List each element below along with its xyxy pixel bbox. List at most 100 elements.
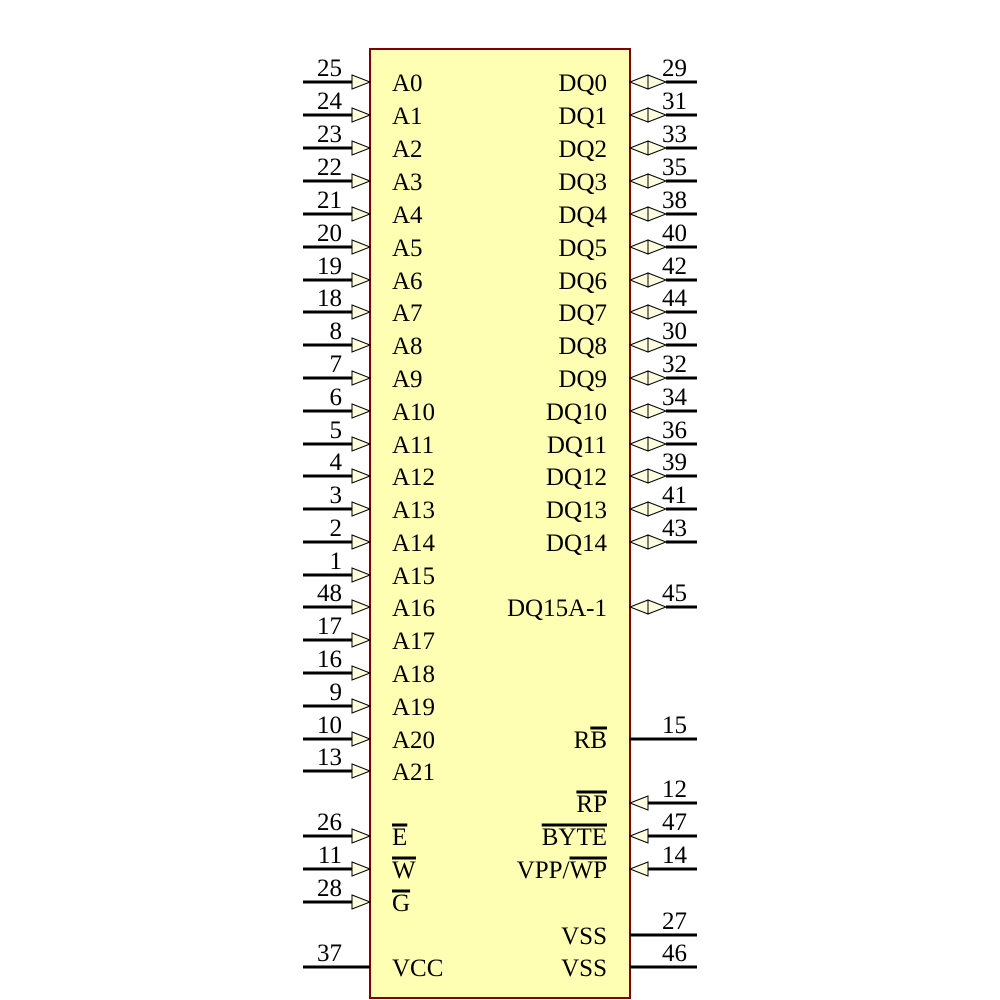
pin-number: 31 <box>662 88 687 115</box>
pin-label-dq13: DQ13 <box>546 497 607 524</box>
pin-number: 1 <box>330 548 343 575</box>
pin-label-a3: A3 <box>392 169 423 196</box>
pin-number: 26 <box>317 809 342 836</box>
pin-a9: 7A9 <box>303 351 423 393</box>
pin-number: 39 <box>662 449 687 476</box>
pin-label-a20: A20 <box>392 727 435 754</box>
input-arrow-icon <box>351 567 372 583</box>
input-arrow-icon <box>351 304 372 320</box>
pin-number: 9 <box>330 679 343 706</box>
input-arrow-icon <box>351 403 372 419</box>
input-arrow-icon <box>628 828 649 844</box>
input-arrow-icon <box>351 74 372 90</box>
pin-label-a11: A11 <box>392 432 434 459</box>
pin-number: 19 <box>317 253 342 280</box>
pin-label-a8: A8 <box>392 333 423 360</box>
bidir-arrow-out-icon <box>647 239 668 255</box>
pin-number: 4 <box>330 449 343 476</box>
pin-label-dq6: DQ6 <box>558 268 607 295</box>
pin-label-a9: A9 <box>392 366 423 393</box>
input-arrow-icon <box>351 731 372 747</box>
pin-number: 3 <box>330 482 343 509</box>
pin-label-dq15a-1: DQ15A-1 <box>507 595 607 622</box>
bidir-arrow-in-icon <box>628 173 649 189</box>
pin-label-a1: A1 <box>392 103 423 130</box>
input-arrow-icon <box>351 894 372 910</box>
pin-number: 25 <box>317 55 342 82</box>
bidir-arrow-out-icon <box>647 337 668 353</box>
input-arrow-icon <box>351 468 372 484</box>
pin-e: 26E <box>303 809 408 851</box>
input-arrow-icon <box>351 861 372 877</box>
pin-g: 28G <box>303 875 411 917</box>
pin-number: 42 <box>662 253 687 280</box>
pin-label-dq9: DQ9 <box>558 366 607 393</box>
pin-number: 14 <box>662 842 688 869</box>
pin-label-rp: RP <box>576 791 607 818</box>
pin-label-a19: A19 <box>392 694 435 721</box>
pin-number: 35 <box>662 154 687 181</box>
pin-label-dq11: DQ11 <box>547 432 607 459</box>
pin-label-vpp-wp: VPP/WP <box>517 857 607 884</box>
pin-label-dq8: DQ8 <box>558 333 607 360</box>
input-arrow-icon <box>351 698 372 714</box>
bidir-arrow-in-icon <box>628 468 649 484</box>
input-arrow-icon <box>351 206 372 222</box>
pin-label-a21: A21 <box>392 759 435 786</box>
pin-number: 48 <box>317 580 342 607</box>
pin-number: 18 <box>317 285 342 312</box>
pin-label-dq10: DQ10 <box>546 399 607 426</box>
pin-label-a6: A6 <box>392 268 423 295</box>
bidir-arrow-in-icon <box>628 436 649 452</box>
pin-label-dq14: DQ14 <box>546 530 608 557</box>
input-arrow-icon <box>351 763 372 779</box>
pin-number: 32 <box>662 351 687 378</box>
bidir-arrow-out-icon <box>647 140 668 156</box>
pin-number: 41 <box>662 482 687 509</box>
input-arrow-icon <box>351 107 372 123</box>
bidir-arrow-in-icon <box>628 74 649 90</box>
pin-number: 6 <box>330 384 343 411</box>
bidir-arrow-out-icon <box>647 272 668 288</box>
pin-number: 36 <box>662 417 687 444</box>
pin-number: 28 <box>317 875 342 902</box>
pin-label-w: W <box>392 857 416 884</box>
input-arrow-icon <box>351 501 372 517</box>
input-arrow-icon <box>628 861 649 877</box>
bidir-arrow-out-icon <box>647 534 668 550</box>
pin-number: 12 <box>662 776 687 803</box>
bidir-arrow-in-icon <box>628 403 649 419</box>
pin-number: 33 <box>662 121 687 148</box>
pin-label-a5: A5 <box>392 235 423 262</box>
bidir-arrow-in-icon <box>628 599 649 615</box>
input-arrow-icon <box>351 337 372 353</box>
pin-label-dq1: DQ1 <box>558 103 607 130</box>
input-arrow-icon <box>351 239 372 255</box>
bidir-arrow-in-icon <box>628 501 649 517</box>
ic-body <box>369 48 631 999</box>
pin-number: 43 <box>662 515 687 542</box>
pin-number: 38 <box>662 187 687 214</box>
bidir-arrow-out-icon <box>647 173 668 189</box>
bidir-arrow-in-icon <box>628 272 649 288</box>
pin-label-a10: A10 <box>392 399 435 426</box>
bidir-arrow-out-icon <box>647 468 668 484</box>
pin-number: 23 <box>317 121 342 148</box>
